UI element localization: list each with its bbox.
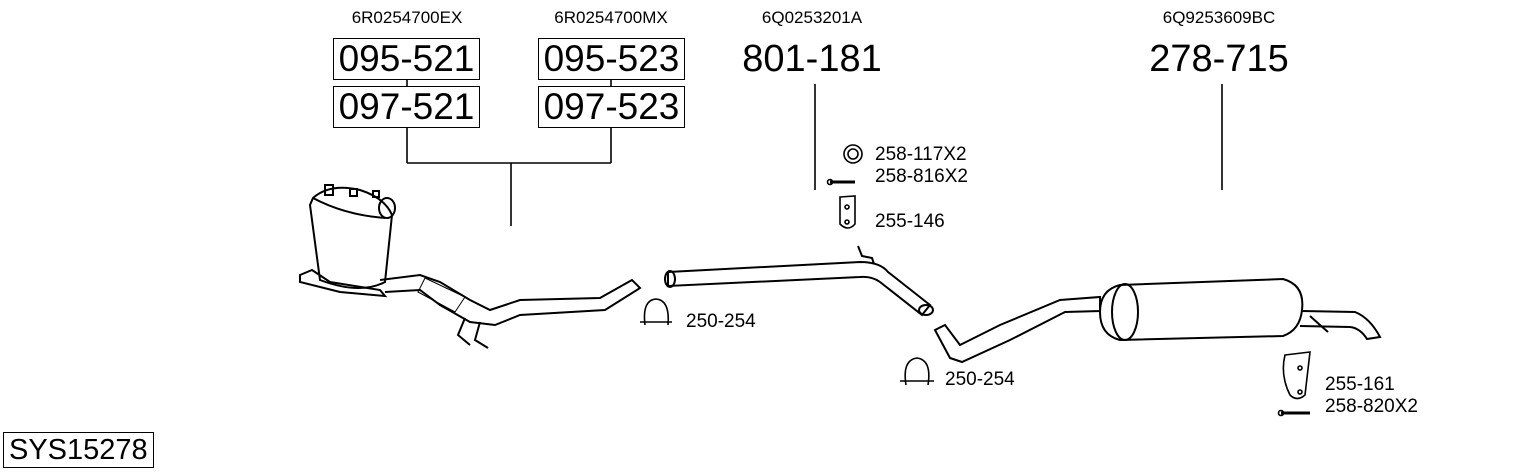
accessory-label[interactable]: 255-146 [875, 211, 945, 232]
accessory-label[interactable]: 250-254 [686, 311, 756, 332]
accessory-label[interactable]: 258-816X2 [875, 166, 968, 187]
ring-icon [843, 144, 863, 164]
connector-lines [406, 80, 1223, 226]
oem-number: 6R0254700MX [554, 8, 668, 27]
part-number-box[interactable]: 095-523 [538, 38, 685, 80]
clamp-icon [900, 357, 934, 386]
hanger-icon [839, 195, 856, 229]
bolt-icon [1277, 409, 1310, 417]
oem-number: 6Q0253201A [761, 8, 863, 27]
middle-pipe-drawing [664, 245, 934, 317]
accessory-label[interactable]: 255-161 [1325, 374, 1395, 395]
hanger-icon [1282, 351, 1311, 400]
bolt-icon [826, 178, 855, 186]
part-number-box[interactable]: 095-521 [333, 38, 480, 80]
accessory-label[interactable]: 250-254 [945, 369, 1015, 390]
rear-silencer-drawing [933, 277, 1382, 364]
oem-number: 6Q9253609BC [1162, 8, 1276, 27]
clamp-icon [640, 298, 672, 326]
accessory-label[interactable]: 258-820X2 [1325, 396, 1418, 417]
part-number-box[interactable]: 097-521 [333, 86, 480, 128]
part-number-rear-silencer[interactable]: 278-715 [1149, 38, 1289, 80]
part-number-middle-pipe[interactable]: 801-181 [742, 38, 882, 80]
system-id-label: SYS15278 [3, 432, 154, 468]
part-number-box[interactable]: 097-523 [538, 86, 685, 128]
diesel-particulate-filter-drawing [299, 184, 642, 349]
oem-number: 6R0254700EX [351, 8, 463, 27]
accessory-label[interactable]: 258-117X2 [875, 144, 967, 165]
